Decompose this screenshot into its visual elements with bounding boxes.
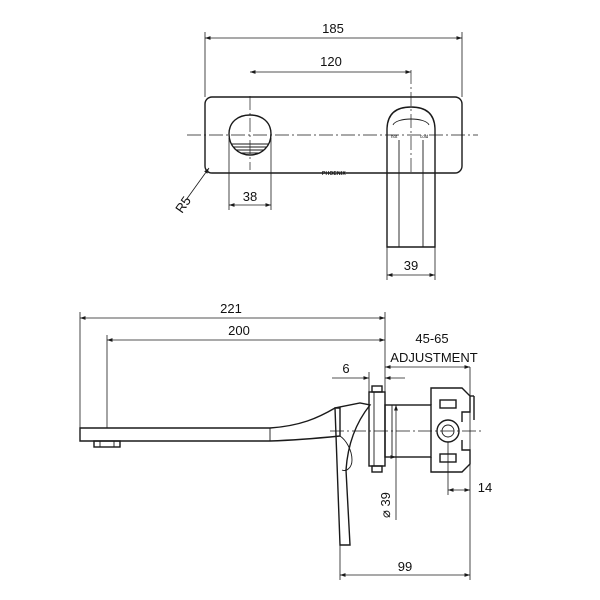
dim-99-label: 99 [398,559,412,574]
adjustment-range-label: 45-65 [415,331,448,346]
dim-38-label: 38 [243,189,257,204]
dim-39-label: 39 [404,258,418,273]
plate-top [371,385,383,393]
plate-base [371,465,383,473]
side-view: 221 200 45-65 ADJUSTMENT 6 ⌀ 39 14 99 [79,301,492,580]
brand-logo: PHOENIX [322,171,346,177]
aerator [93,440,121,448]
dim-185-label: 185 [322,21,344,36]
dim-r5-leader [185,167,210,201]
dim-r5-label: R5 [172,193,194,215]
front-view: hot cold PHOENIX 185 120 R5 38 39 [172,21,478,280]
rear-valve [430,387,475,473]
dim-6-label: 6 [342,361,349,376]
dim-14-label: 14 [478,480,492,495]
dim-200-label: 200 [228,323,250,338]
cold-label: cold [420,134,429,139]
adjustment-label: ADJUSTMENT [390,350,477,365]
dia-39-label: ⌀ 39 [378,492,393,518]
side-lever [334,402,372,546]
dim-221-label: 221 [220,301,242,316]
hot-label: hot [391,134,398,139]
spout-front [386,106,436,248]
handle-lever [228,114,272,156]
dim-120-label: 120 [320,54,342,69]
escutcheon-plate [368,391,386,467]
spout-arm [79,407,341,448]
valve-port-inner [441,424,455,438]
